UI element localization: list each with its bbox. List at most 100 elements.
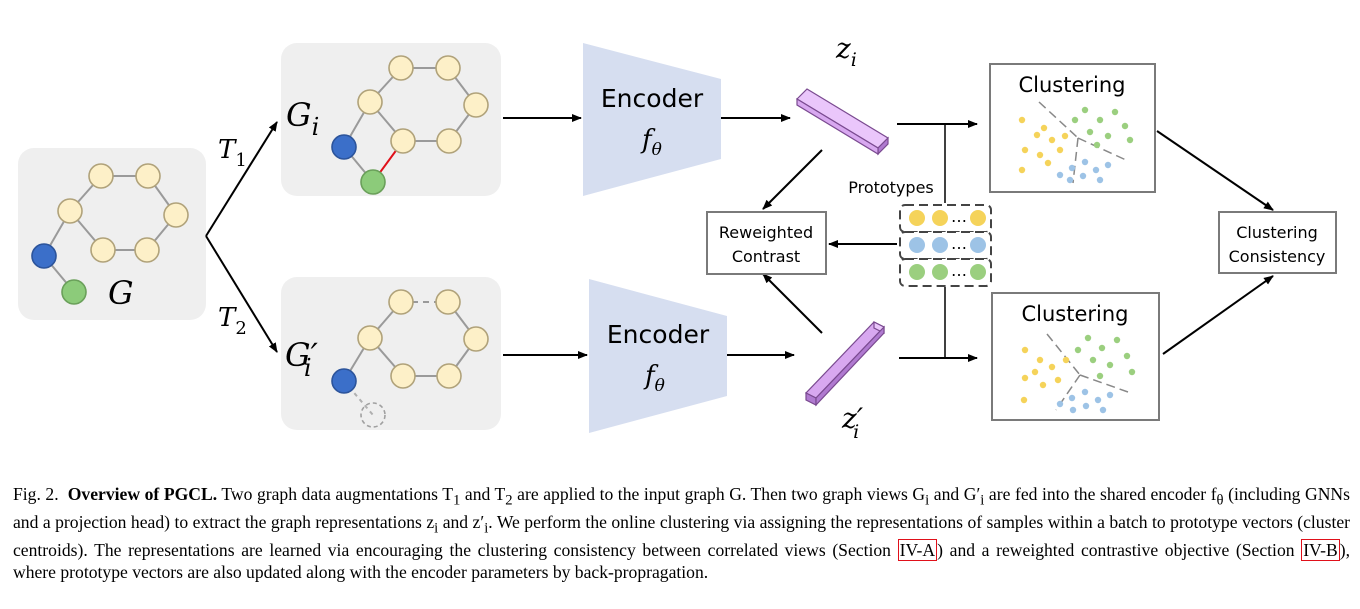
cluster-point-blue (1068, 394, 1076, 402)
graph-node (388, 289, 414, 315)
graph-node (390, 363, 416, 389)
section-ref-link[interactable]: IV-A (897, 539, 938, 562)
caption-fig-label: Fig. 2. (13, 484, 59, 504)
cluster-point-blue (1094, 396, 1102, 404)
graph-node (90, 237, 116, 263)
cluster-point-green (1121, 122, 1129, 130)
caption-sub: i (484, 520, 489, 537)
graph-node (163, 202, 189, 228)
graph-node (436, 128, 462, 154)
dropped-node-dashed (360, 402, 386, 428)
cluster-point-yellow (1018, 166, 1026, 174)
cluster-point-green (1104, 132, 1112, 140)
caption-text: are applied to the input graph G. Then t… (512, 484, 926, 504)
cluster-point-green (1128, 368, 1136, 376)
cluster-point-yellow (1048, 363, 1056, 371)
graph-node-blue (331, 134, 357, 160)
caption-text: . We perform the online clustering via a… (13, 512, 1350, 561)
encoder-bottom: Encoder fθ (589, 279, 727, 433)
caption-text: are fed into the shared encoder f (984, 484, 1217, 504)
caption-text: Two graph data augmentations T (221, 484, 454, 504)
cluster-point-yellow (1033, 131, 1041, 139)
section-ref-link[interactable]: IV-B (1301, 539, 1340, 562)
pgcl-overview-diagram: G T1 T2 Gi (18, 32, 1337, 443)
graph-node (135, 163, 161, 189)
graph-node (435, 289, 461, 315)
cluster-point-green (1096, 116, 1104, 124)
graph-node (463, 92, 489, 118)
prototype-vectors: … … … (899, 204, 992, 287)
prototype-ellipsis: … (951, 234, 967, 253)
cluster-point-blue (1056, 171, 1064, 179)
caption-text: (including GNNs and a projection head) t… (13, 484, 1350, 533)
caption-sub: 2 (505, 492, 513, 509)
cluster-point-blue (1056, 400, 1064, 408)
caption-text: ), where prototype vectors are also upda… (13, 540, 1350, 582)
caption-text: and G′ (929, 484, 981, 504)
caption-sub: i (925, 492, 930, 509)
graph-node (388, 55, 414, 81)
caption-sub: θ (1216, 492, 1224, 509)
augment-arrow-t1 (205, 121, 278, 237)
cluster-point-green (1126, 136, 1134, 144)
feature-vector-zpi (805, 321, 885, 407)
arrow-zpi-to-contrast (762, 273, 823, 334)
reweighted-line2: Contrast (732, 247, 800, 266)
cluster-point-green (1074, 346, 1082, 354)
caption-sub: 1 (453, 492, 461, 509)
cluster-point-blue (1081, 158, 1089, 166)
cluster-point-green (1086, 128, 1094, 136)
cluster-point-yellow (1048, 136, 1056, 144)
graph-node (134, 237, 160, 263)
cluster-point-yellow (1021, 374, 1029, 382)
prototype-yellow (932, 210, 948, 226)
cluster-point-green (1106, 361, 1114, 369)
cluster-point-yellow (1040, 124, 1048, 132)
graph-node-blue (31, 243, 57, 269)
t1-label: T1 (218, 135, 247, 171)
arrow-clustering-bottom-to-consistency (1162, 275, 1274, 355)
cluster-point-blue (1092, 166, 1100, 174)
prototype-blue (970, 237, 986, 253)
clustering-bottom-title: Clustering (1021, 302, 1128, 326)
cluster-point-green (1093, 141, 1101, 149)
cluster-point-green (1089, 356, 1097, 364)
cluster-point-yellow (1020, 396, 1028, 404)
cluster-point-blue (1096, 176, 1104, 184)
prototype-yellow (909, 210, 925, 226)
prototype-green (932, 264, 948, 280)
cluster-point-yellow (1031, 368, 1039, 376)
graph-node (57, 198, 83, 224)
encoder-bottom-title: Encoder (607, 320, 710, 349)
consistency-line2: Consistency (1229, 247, 1326, 266)
prototype-green (909, 264, 925, 280)
prototype-ellipsis: … (951, 207, 967, 226)
cluster-point-yellow (1062, 356, 1070, 364)
prototypes-label: Prototypes (848, 178, 934, 197)
graph-node-blue (331, 368, 357, 394)
graph-node (463, 326, 489, 352)
cluster-point-yellow (1036, 151, 1044, 159)
cluster-point-yellow (1018, 116, 1026, 124)
cluster-point-yellow (1039, 381, 1047, 389)
cluster-point-green (1096, 372, 1104, 380)
clustering-consistency-box: Clustering Consistency (1218, 211, 1337, 274)
cluster-point-blue (1099, 406, 1107, 414)
graph-node (390, 128, 416, 154)
graph-g-label: G (108, 274, 134, 312)
cluster-point-blue (1066, 176, 1074, 184)
t2-label: T2 (218, 303, 247, 339)
reweighted-contrast-box: Reweighted Contrast (706, 211, 827, 275)
cluster-point-yellow (1021, 146, 1029, 154)
cluster-point-blue (1068, 164, 1076, 172)
cluster-point-yellow (1056, 146, 1064, 154)
cluster-point-blue (1082, 402, 1090, 410)
cluster-point-yellow (1061, 132, 1069, 140)
graph-node (436, 363, 462, 389)
cluster-point-yellow (1021, 346, 1029, 354)
cluster-point-blue (1079, 172, 1087, 180)
graph-node-green (61, 279, 87, 305)
augment-arrow-t2 (205, 235, 278, 353)
cluster-point-green (1123, 352, 1131, 360)
graph-node (357, 89, 383, 115)
